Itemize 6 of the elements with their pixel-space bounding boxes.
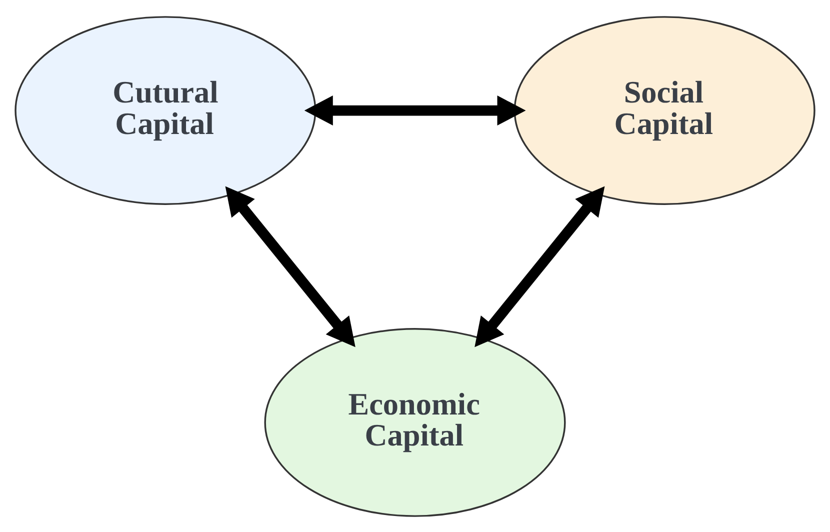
arrow: [304, 95, 526, 125]
node-ellipse: Social Capital: [514, 16, 816, 204]
arrow: [474, 186, 605, 347]
node-ellipse: Cutural Capital: [14, 16, 316, 204]
node-ellipse: Economic Capital: [264, 328, 566, 516]
arrow: [225, 186, 356, 347]
